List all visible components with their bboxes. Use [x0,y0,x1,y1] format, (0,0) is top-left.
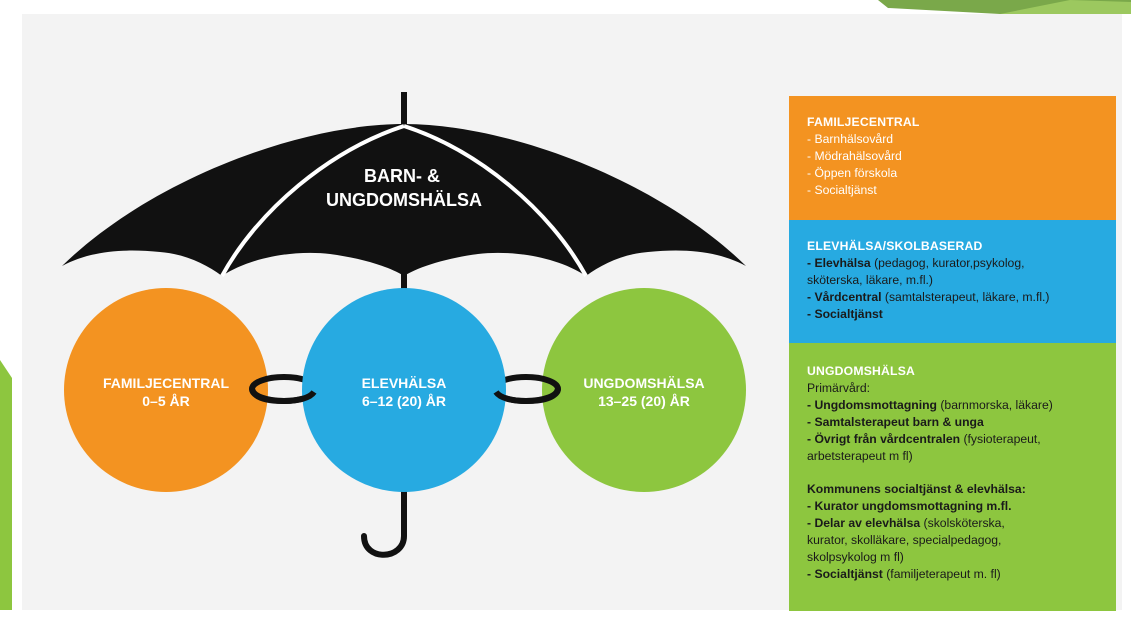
list-item: - Delar av elevhälsa (skolsköterska, [807,516,1005,530]
list-item: - Socialtjänst [807,307,883,321]
list-item: - Ungdomsmottagning (barnmorska, läkare) [807,398,1053,412]
list-item: sköterska, läkare, m.fl.) [807,273,933,287]
umbrella-handle [361,505,407,558]
link-left-front [249,387,317,405]
list-item: - Öppen förskola [807,166,898,180]
ungdomshalsa-heading: UNGDOMSHÄLSA [807,364,916,378]
link-right-front [493,387,561,405]
umbrella-canopy [62,124,746,276]
circle-ungdomshalsa-age: 13–25 (20) ÅR [598,393,690,409]
circle-familjecentral [64,288,268,492]
list-item: kurator, skolläkare, specialpedagog, [807,533,1002,547]
list-item: - Övrigt från vårdcentralen (fysioterape… [807,432,1041,446]
corner-decoration-light [1000,0,1131,14]
list-item: - Socialtjänst [807,183,877,197]
umbrella-title-line1: BARN- & [364,166,440,186]
circle-elevhalsa [302,288,506,492]
familjecentral-box: FAMILJECENTRAL - Barnhälsovård - Mödrahä… [789,96,1116,220]
familjecentral-heading: FAMILJECENTRAL [807,115,920,129]
socialtjanst-subheading: Kommunens socialtjänst & elevhälsa: [807,482,1026,496]
side-decoration [0,360,12,610]
circle-elevhalsa-age: 6–12 (20) ÅR [362,393,446,409]
circle-ungdomshalsa [542,288,746,492]
list-item: - Vårdcentral (samtalsterapeut, läkare, … [807,290,1050,304]
ungdomshalsa-box: UNGDOMSHÄLSA Primärvård: - Ungdomsmottag… [789,343,1116,611]
list-item: - Barnhälsovård [807,132,894,146]
primarvard-list: - Ungdomsmottagning (barnmorska, läkare)… [807,397,1106,465]
list-item: - Elevhälsa (pedagog, kurator,psykolog, [807,256,1025,270]
elevhalsa-box: ELEVHÄLSA/SKOLBASERAD - Elevhälsa (pedag… [789,220,1116,343]
list-item: - Socialtjänst (familjeterapeut m. fl) [807,567,1001,581]
kommunens-list: - Kurator ungdomsmottagning m.fl. - Dela… [807,498,1106,583]
elevhalsa-heading: ELEVHÄLSA/SKOLBASERAD [807,239,983,253]
circle-ungdomshalsa-label: UNGDOMSHÄLSA [583,375,704,391]
primarvard-subheading: Primärvård: [807,381,870,395]
circle-familjecentral-age: 0–5 ÅR [142,393,189,409]
familjecentral-list: - Barnhälsovård - Mödrahälsovård - Öppen… [807,131,1106,199]
list-item: - Mödrahälsovård [807,149,902,163]
list-item: skolpsykolog m fl) [807,550,904,564]
umbrella-rib-right [403,124,588,277]
umbrella-title-line2: UNGDOMSHÄLSA [326,190,482,210]
circle-elevhalsa-label: ELEVHÄLSA [362,375,447,391]
elevhalsa-list: - Elevhälsa (pedagog, kurator,psykolog, … [807,255,1106,323]
list-item: arbetsterapeut m fl) [807,449,913,463]
umbrella-rib-left [220,124,405,277]
umbrella-tip [401,92,407,128]
list-item: - Kurator ungdomsmottagning m.fl. [807,499,1012,513]
circle-familjecentral-label: FAMILJECENTRAL [103,375,229,391]
list-item: - Samtalsterapeut barn & unga [807,415,984,429]
